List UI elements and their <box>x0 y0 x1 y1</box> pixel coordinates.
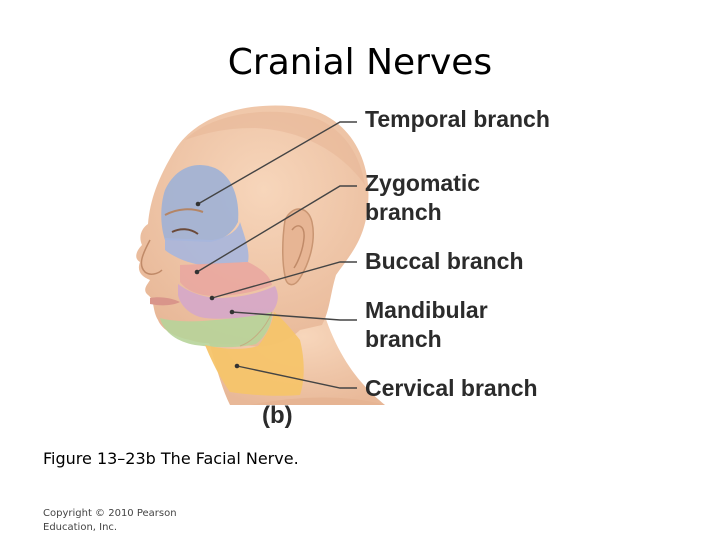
zygomatic-dot <box>194 269 200 275</box>
temporal-dot <box>195 201 201 207</box>
copyright-line1: Copyright © 2010 Pearson <box>43 508 177 519</box>
panel-label: (b) <box>262 402 293 429</box>
copyright-line2: Education, Inc. <box>43 522 118 533</box>
temporal-leader <box>197 121 357 205</box>
mandibular-zone <box>178 284 278 319</box>
ear-inner <box>291 225 305 269</box>
scalp-shading <box>185 111 365 185</box>
zygomatic-leader <box>196 185 357 273</box>
jaw-line <box>239 311 273 347</box>
lips <box>150 297 180 306</box>
ear <box>282 208 314 286</box>
mandibular-dot <box>229 309 235 315</box>
eye <box>171 228 199 235</box>
label-zygomatic-line2: branch <box>365 199 442 225</box>
zone-dots <box>194 201 240 369</box>
shoulder <box>250 397 385 405</box>
page-title: Cranial Nerves <box>227 42 493 83</box>
nose <box>140 239 163 275</box>
buccal-dot <box>209 295 215 301</box>
label-mandibular-line1: Mandibular <box>365 297 488 323</box>
label-buccal-branch: Buccal branch <box>365 248 524 274</box>
label-mandibular-line2: branch <box>365 326 442 352</box>
leader-lines <box>196 121 357 389</box>
figure-caption: Figure 13–23b The Facial Nerve. <box>43 449 299 468</box>
copyright-notice: Copyright © 2010 Pearson Education, Inc. <box>43 507 203 535</box>
buccal-leader <box>211 261 357 299</box>
mandibular-leader <box>231 311 357 321</box>
cervical-dot <box>234 363 240 369</box>
label-cervical-branch: Cervical branch <box>365 375 538 401</box>
label-temporal-branch: Temporal branch <box>365 106 550 132</box>
label-zygomatic-line1: Zygomatic <box>365 170 481 196</box>
chin-zone <box>160 312 272 348</box>
eyebrow <box>164 208 204 216</box>
cervical-leader <box>236 365 357 389</box>
